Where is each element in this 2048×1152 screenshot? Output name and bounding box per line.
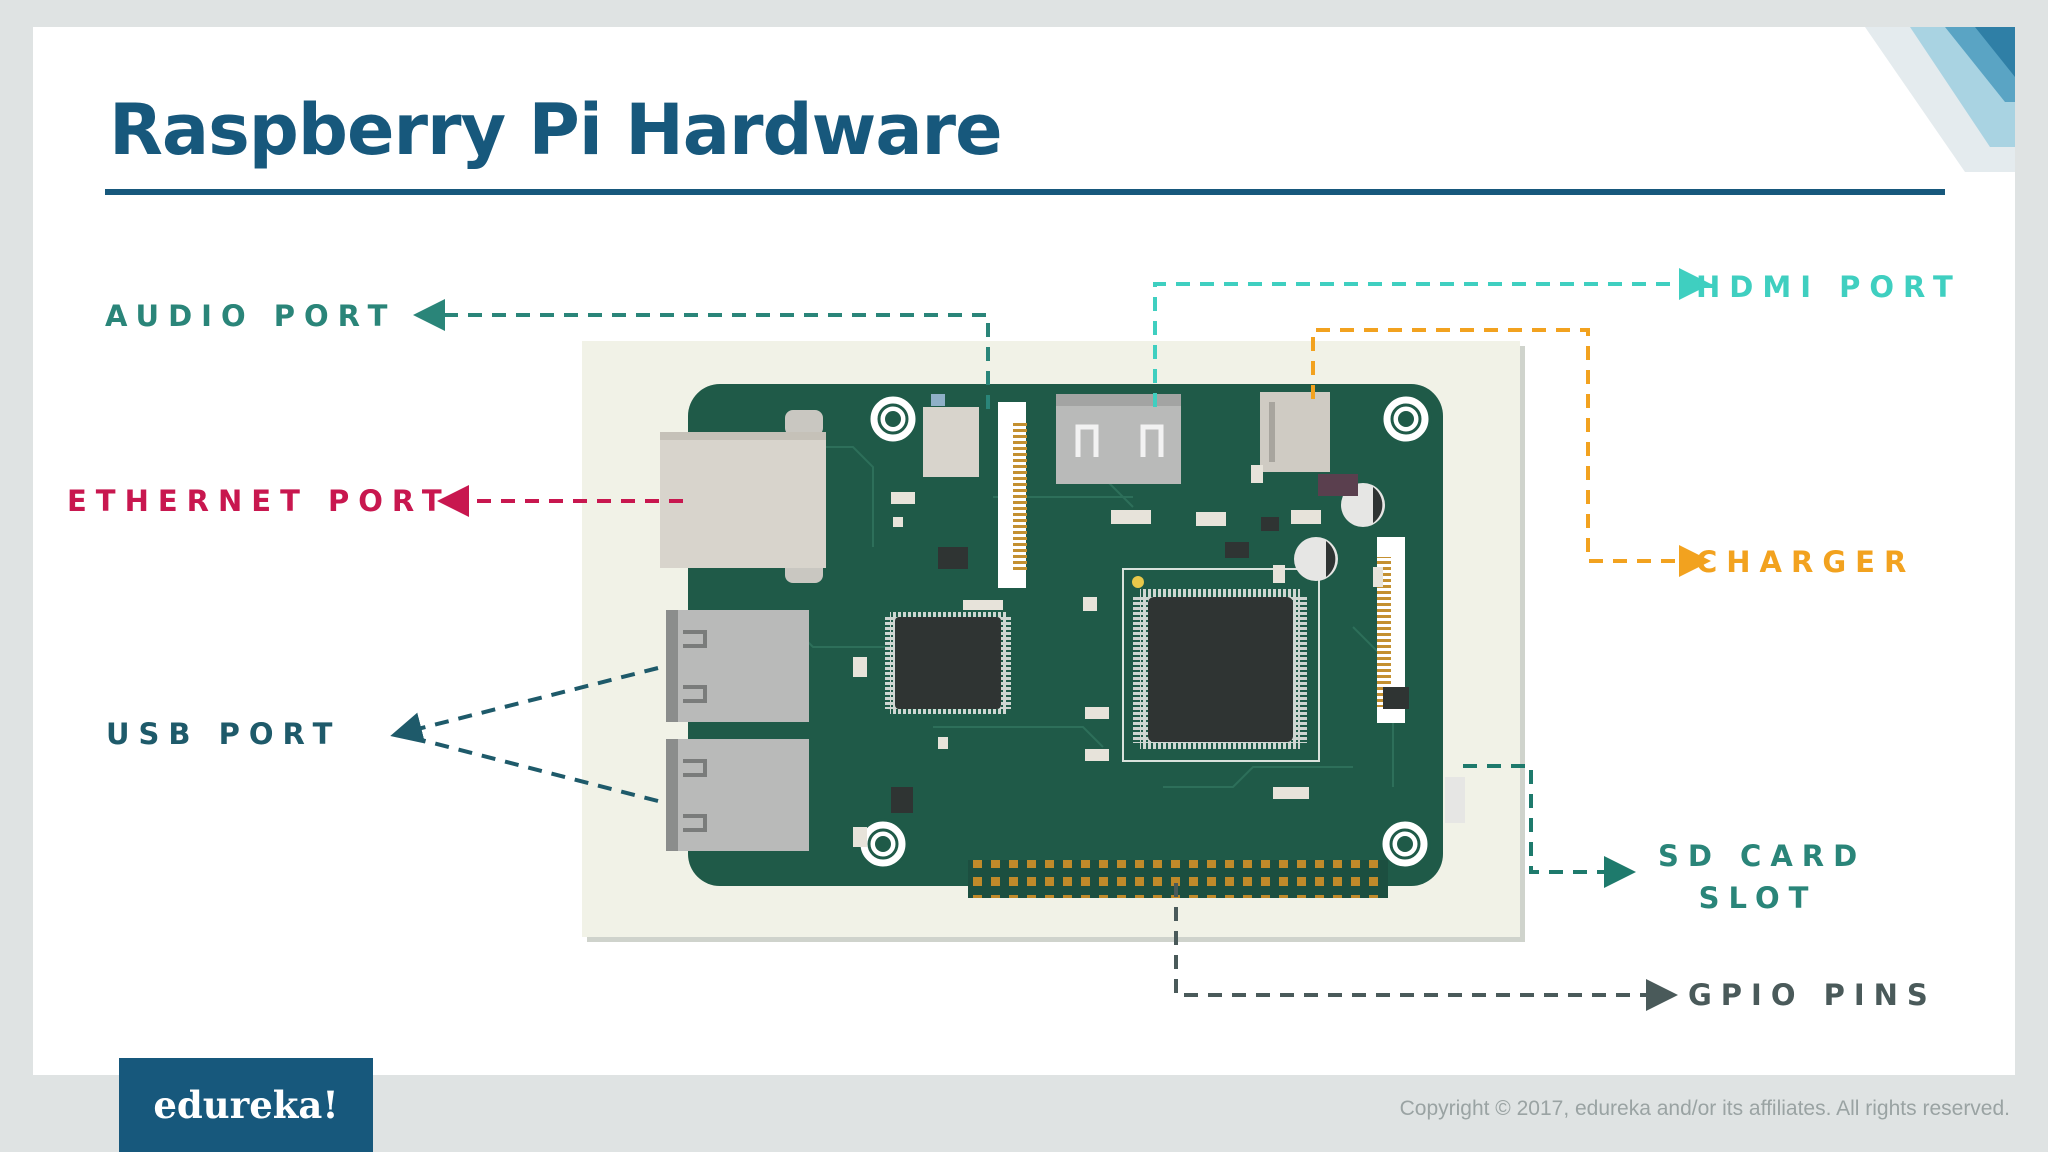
gpio-pins-label: GPIO PINS [1688,978,1937,1012]
hdmi-callout-line [1153,268,1711,407]
edureka-logo: edureka! [119,1058,373,1152]
sd-card-slot [1445,777,1465,823]
usb-callout-lines [390,666,659,803]
sd-callout-line [1463,764,1636,888]
usb-port-label: USB PORT [106,717,342,751]
usb-port-2 [666,739,809,851]
sd-card-slot-label-line1: SD CARD [1658,839,1867,873]
charger-label: CHARGER [1696,545,1916,579]
hdmi-port-label: HDMI PORT [1696,270,1962,304]
ethernet-port-label: ETHERNET PORT [67,484,451,518]
logo-text: edureka! [153,1083,339,1127]
copyright-notice: Copyright © 2017, edureka and/or its aff… [1399,1097,2010,1120]
audio-callout-line [413,299,990,409]
sd-card-slot-label-line2: SLOT [1698,881,1818,915]
page-title: Raspberry Pi Hardware [109,89,1003,171]
ethernet-port [660,410,826,583]
gpio-callout-line [1174,883,1678,1011]
slide: Raspberry Pi Hardware [33,27,2015,1075]
hdmi-port [1056,394,1181,484]
usb-port-1 [666,610,809,722]
sd-card-slot-label: SD CARD SLOT [1658,835,1858,919]
status-led [1132,576,1144,588]
smd-components [853,465,1383,847]
main-processor [1122,568,1320,762]
secondary-chip [885,612,1011,714]
raspberry-pi-diagram [390,268,1711,1011]
audio-port-label: AUDIO PORT [105,299,397,333]
audio-jack [923,394,979,477]
corner-decoration [1865,27,2015,172]
ic-components [891,474,1409,813]
power-port [1260,392,1330,472]
title-underline [105,189,1945,195]
camera-connector [998,402,1027,588]
charger-callout-line [1311,328,1711,577]
